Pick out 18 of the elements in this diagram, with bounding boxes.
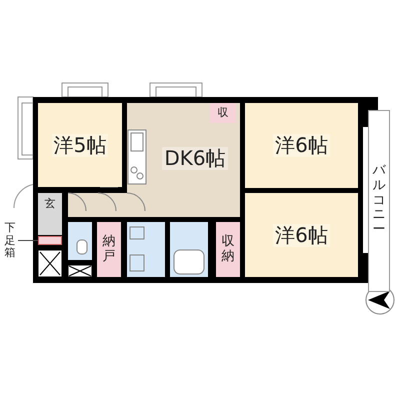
room [245,193,358,277]
balcony [368,110,390,292]
storeroom [97,222,121,277]
room-label: DK6帖 [162,146,228,170]
room-label: 洋6帖 [273,134,330,157]
room-label: バルコニー [372,164,386,238]
leader-line [18,240,38,241]
room-label: 収 [218,107,228,119]
room-label: 洋6帖 [273,224,330,246]
room-label: 玄 [44,198,56,210]
room-label: 収納 [222,234,234,264]
room-label: 洋5帖 [52,134,108,156]
shoe-cabinet [38,236,62,245]
closet [216,222,240,277]
room-label: 納戸 [102,234,116,264]
room [245,103,358,188]
closet [210,103,236,123]
callout-text: 下足箱 [4,222,16,260]
